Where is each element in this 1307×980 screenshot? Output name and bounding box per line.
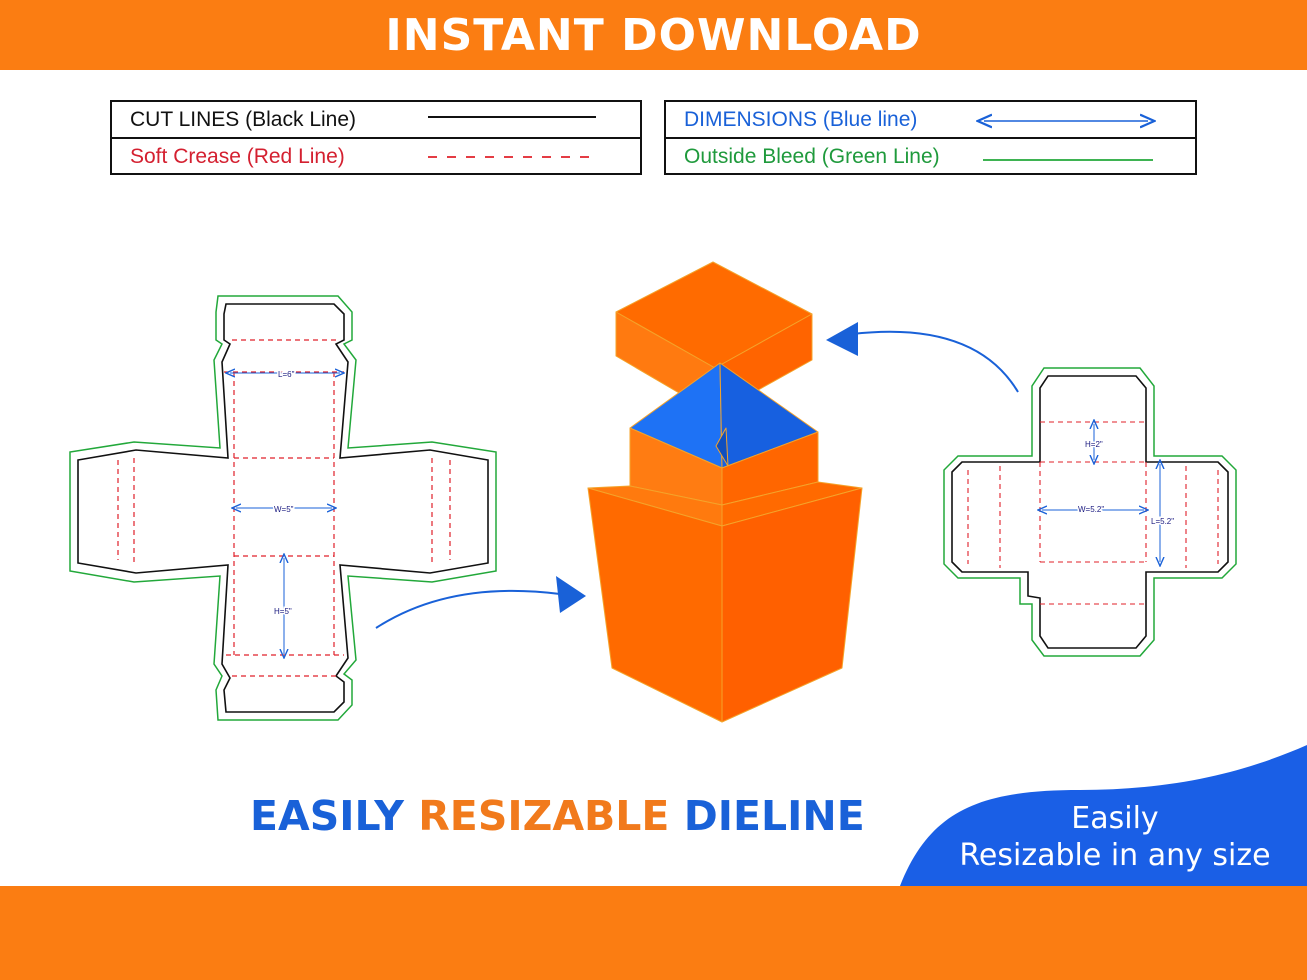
right-dieline: H=2" W=5.2" L=5.2" (943, 367, 1237, 657)
badge-text: Easily Resizable in any size (930, 800, 1300, 874)
headline: EASILY RESIZABLE DIELINE (250, 792, 865, 840)
badge-line-2: Resizable in any size (959, 838, 1271, 873)
legend-dimensions-label: DIMENSIONS (Blue line) (684, 108, 918, 131)
legend-crease-label: Soft Crease (Red Line) (130, 145, 345, 168)
flow-arrowhead-right (826, 322, 858, 356)
badge-line-1: Easily (1071, 801, 1159, 836)
body-left-face (587, 487, 723, 723)
left-width-label: W=5" (274, 505, 294, 514)
legend-cut-label: CUT LINES (Black Line) (130, 108, 357, 131)
legend-box-left: CUT LINES (Black Line) Soft Crease (Red … (110, 100, 642, 175)
left-bleed-outline (69, 295, 497, 721)
left-cut-outline (77, 303, 489, 713)
left-length-label: L=6" (278, 370, 295, 379)
legend-divider (112, 137, 640, 139)
legend-bleed-label: Outside Bleed (Green Line) (684, 145, 940, 168)
inner-back-fold (715, 427, 729, 467)
left-height-label: H=5" (274, 607, 292, 616)
legend-row-cut: CUT LINES (Black Line) (112, 102, 640, 138)
left-dieline: L=6" W=5" H=5" (69, 295, 497, 721)
legend-box-right: DIMENSIONS (Blue line) Outside Bleed (Gr… (664, 100, 1197, 175)
headline-word-resizable: RESIZABLE (418, 792, 670, 840)
top-banner: INSTANT DOWNLOAD (0, 0, 1307, 70)
headline-word-dieline: DIELINE (683, 792, 865, 840)
headline-word-easily: EASILY (250, 792, 404, 840)
right-bleed-outline (943, 367, 1237, 657)
legend-row-bleed: Outside Bleed (Green Line) (666, 139, 1195, 175)
right-width-label: W=5.2" (1078, 505, 1104, 514)
right-cut-outline (951, 375, 1229, 649)
flow-arrow-left (375, 576, 586, 629)
legend-divider-right (666, 137, 1195, 139)
body-right-face (721, 487, 863, 723)
banner-title: INSTANT DOWNLOAD (385, 9, 922, 61)
box-3d-render (587, 261, 863, 723)
resizable-badge (900, 745, 1307, 886)
legend-row-dimensions: DIMENSIONS (Blue line) (666, 102, 1195, 138)
right-length-label: L=5.2" (1151, 517, 1174, 526)
bottom-bar (0, 886, 1307, 980)
flow-arrow-right (826, 322, 1019, 393)
flow-arrowhead-left (556, 576, 586, 613)
right-height-label: H=2" (1085, 440, 1103, 449)
legend-row-crease: Soft Crease (Red Line) (112, 139, 640, 175)
